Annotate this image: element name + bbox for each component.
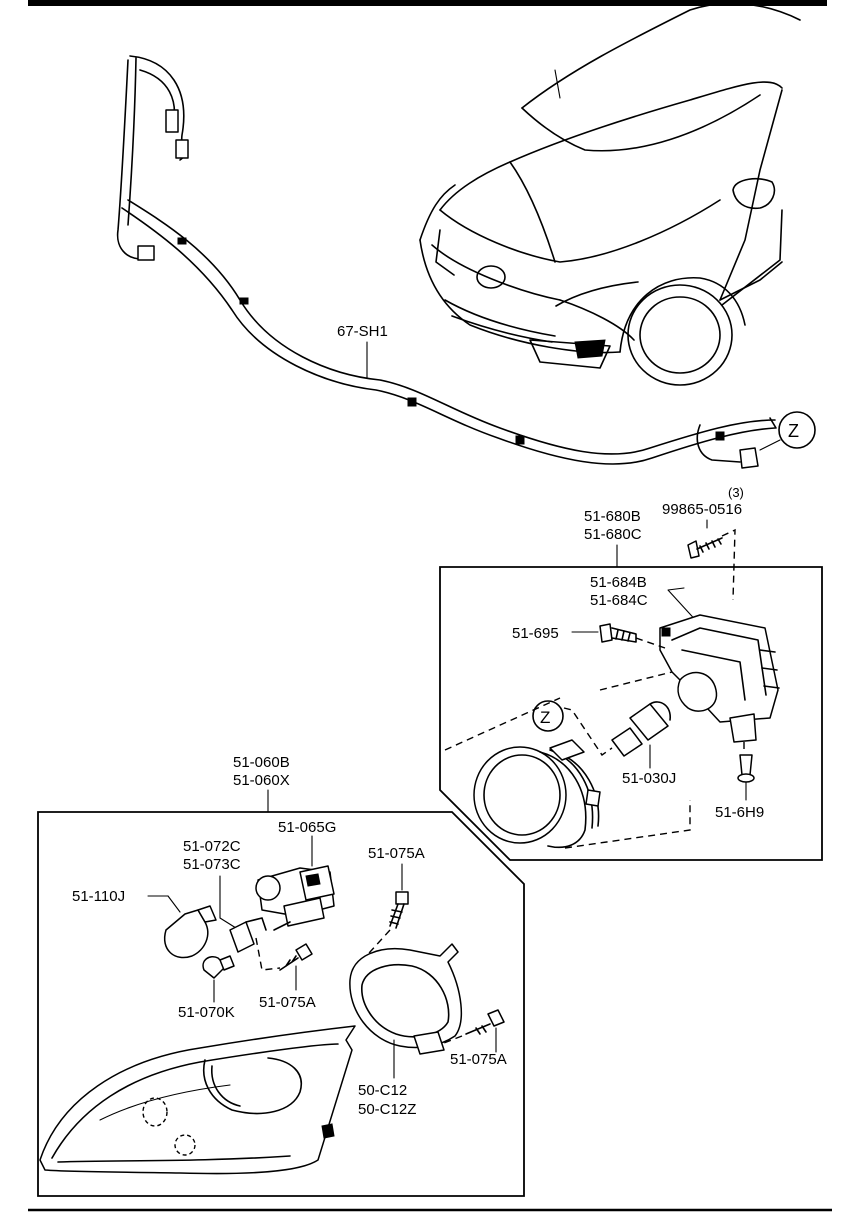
callout-clip: 51-6H9 [715,804,764,821]
callout-hid-unit: 51-065G [278,819,336,836]
vehicle-illustration [419,2,801,386]
bracket-bolt [571,623,666,649]
top-border [28,0,827,6]
z-label-top: Z [788,421,799,441]
bracket-clip [737,742,755,801]
callout-bezel-1: 50-C12 [358,1082,407,1099]
z-label-fog: Z [540,708,550,727]
callout-headlamp-b: 51-060B [233,754,290,771]
headlamp-assembly-frame [37,811,525,1197]
fog-lamp-harness: 67-SH1 [116,55,777,469]
amber-bulb [147,895,217,959]
callout-bulb-amber: 51-110J [72,888,125,905]
headlamp-housing [39,1025,356,1175]
callout-wedge-bulb: 51-070K [178,1004,235,1021]
callout-screw-a1: 51-075A [368,845,425,862]
callout-bezel-2: 50-C12Z [358,1101,416,1118]
callout-harness: 67-SH1 [337,323,388,340]
headlamp-screws [279,863,505,1053]
callout-screw-a3: 51-075A [450,1051,507,1068]
callout-bracket-assy-c: 51-680C [584,526,642,543]
fog-lamp-unit [444,671,691,849]
z-reference-fog: Z [532,700,613,756]
fog-lamp-assembly-frame [439,566,823,861]
hid-bulb-unit [255,835,335,931]
mounting-screw [687,519,736,601]
headlamp-callouts: 51-060B 51-060X 51-072C 51-073C 51-065G … [72,754,507,1118]
callout-bracket-b: 51-684B [590,574,647,591]
callout-bracket-assy-b: 51-680B [584,508,641,525]
wedge-bulb [202,955,235,1003]
fog-bulb [611,701,671,769]
callout-headlamp-x: 51-060X [233,772,290,789]
callout-socket-c: 51-072C [183,838,241,855]
callout-screw-qty: (3) [728,485,744,500]
callout-bracket-c: 51-684C [590,592,648,609]
fog-lamp-callouts: 51-680B 51-680C 99865-0516 (3) 51-684B 5… [512,485,764,821]
callout-screw-part: 99865-0516 [662,501,742,518]
callout-socket-c2: 51-073C [183,856,241,873]
z-reference-top: Z [759,411,816,451]
headlamp-bezel [349,943,463,1079]
bulb-socket [219,875,281,971]
callout-screw-a2: 51-075A [259,994,316,1011]
callout-fog-bulb: 51-030J [622,770,676,787]
fog-lamp-bracket [659,587,780,743]
callout-bolt: 51-695 [512,625,559,642]
